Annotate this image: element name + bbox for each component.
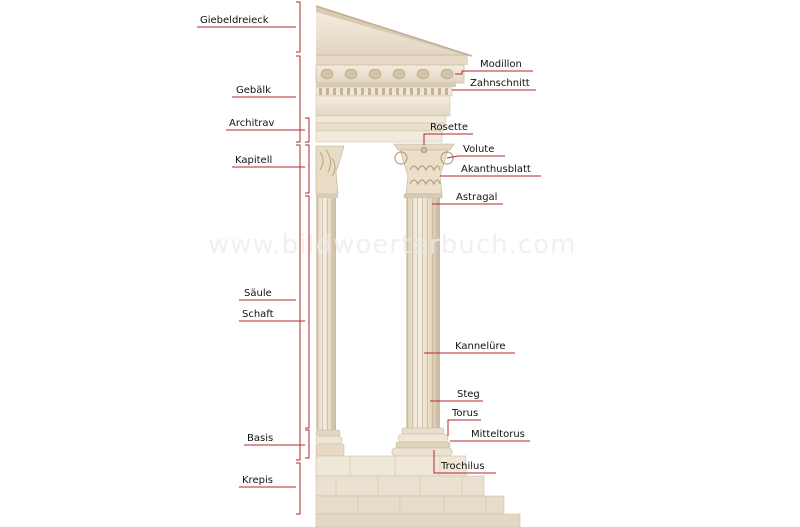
label-kapitell: Kapitell — [235, 155, 273, 166]
krepis-steps — [315, 455, 521, 527]
label-torus: Torus — [452, 408, 479, 419]
label-rosette: Rosette — [430, 122, 468, 133]
label-steg: Steg — [457, 389, 480, 400]
right-leaders — [423, 70, 541, 474]
label-architrav: Architrav — [229, 118, 275, 129]
label-trochilus: Trochilus — [441, 461, 485, 472]
label-akanthusblatt: Akanthusblatt — [461, 164, 531, 175]
label-schaft: Schaft — [242, 309, 274, 320]
label-astragal: Astragal — [456, 192, 498, 203]
entablature — [315, 56, 468, 117]
architrave — [315, 115, 447, 143]
label-volute: Volute — [463, 144, 495, 155]
label-giebeldreieck: Giebeldreieck — [200, 15, 269, 26]
left-leaders — [197, 26, 305, 488]
left-column — [315, 145, 345, 457]
label-zahnschnitt: Zahnschnitt — [470, 78, 530, 89]
label-mitteltorus: Mitteltorus — [471, 429, 525, 440]
main-column — [391, 143, 455, 457]
watermark-text: www.bildwoerterbuch.com — [208, 230, 577, 260]
dentil-row — [315, 86, 453, 97]
label-modillon: Modillon — [480, 59, 522, 70]
pediment — [315, 5, 473, 57]
modillion-row — [320, 68, 454, 80]
left-brackets — [296, 1, 310, 515]
label-kanneluere: Kannelüre — [455, 341, 506, 352]
label-saeule: Säule — [244, 288, 272, 299]
label-gebaelk: Gebälk — [236, 85, 271, 96]
label-krepis: Krepis — [242, 475, 273, 486]
label-basis: Basis — [247, 433, 274, 444]
